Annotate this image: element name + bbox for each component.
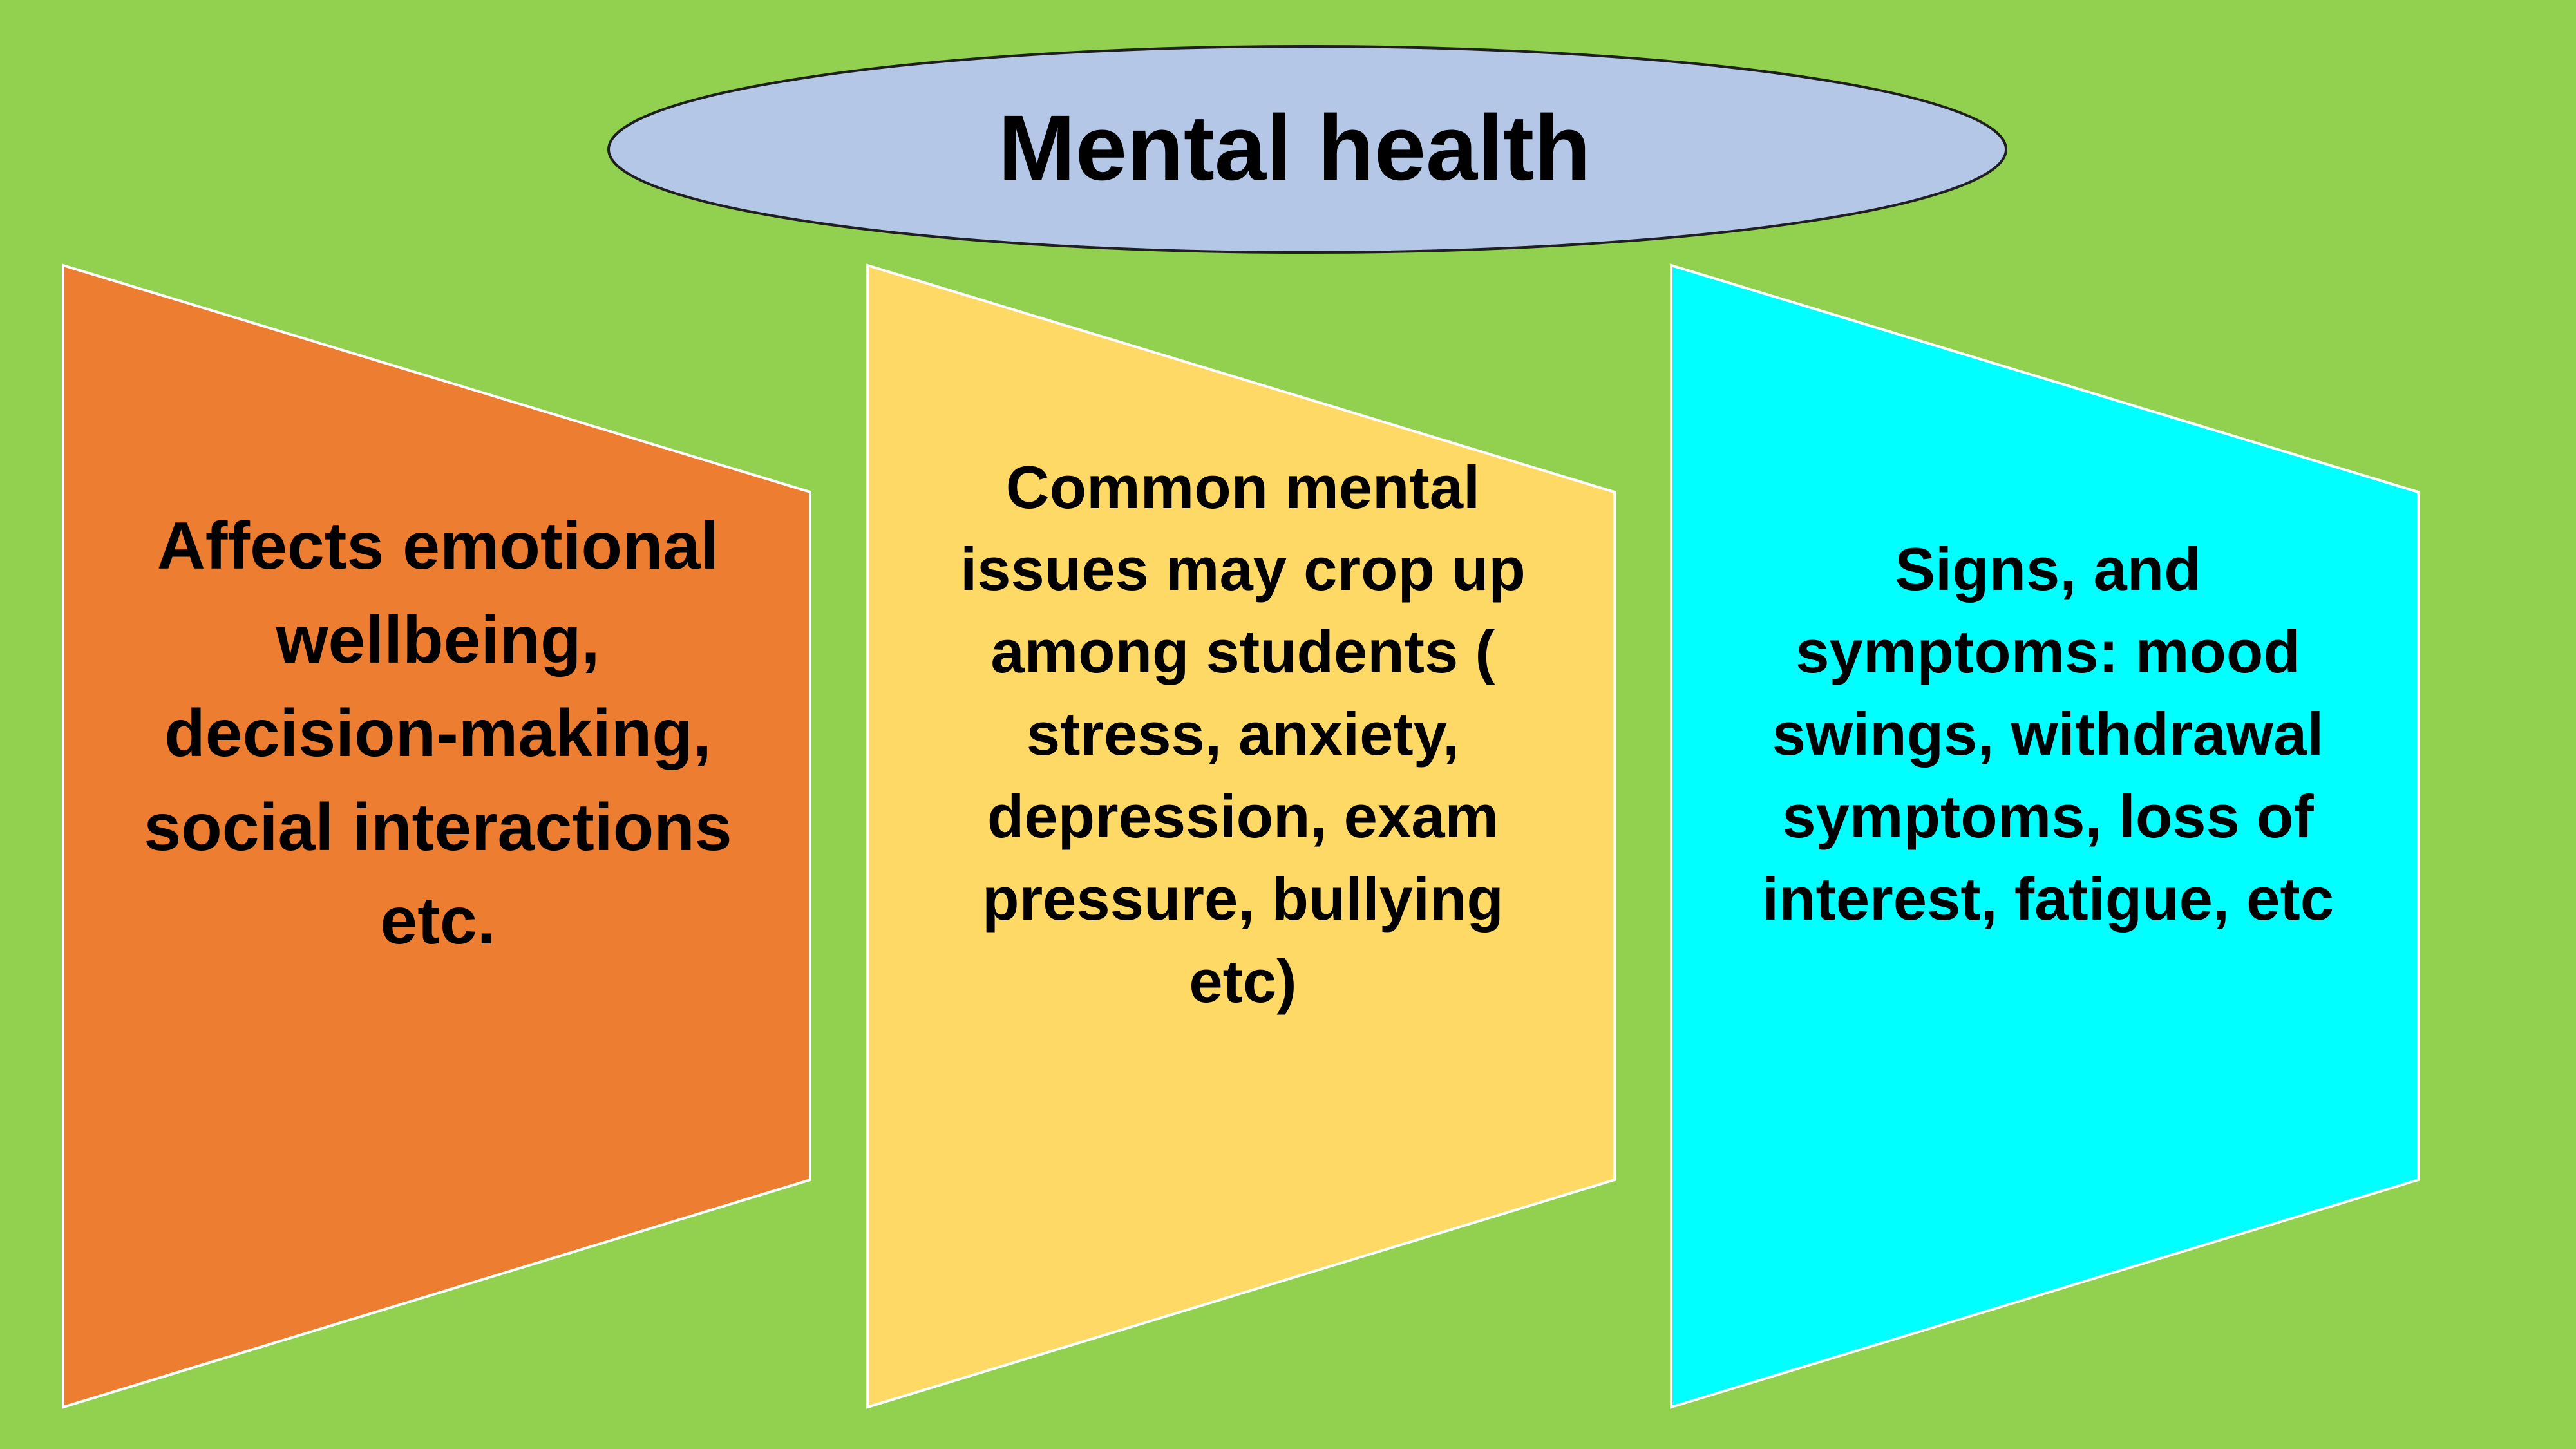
panel-shape-issues xyxy=(866,263,1616,1409)
panel-text-symptoms: Signs, and symptoms: mood swings, withdr… xyxy=(1762,535,2334,933)
diagram-title: Mental health xyxy=(998,96,1591,200)
panel-shape-symptoms xyxy=(1670,263,2420,1409)
panel-text-issues: Common mental issues may crop up among s… xyxy=(960,453,1526,1015)
panel-shape-emotional xyxy=(62,263,811,1409)
title-ellipse xyxy=(607,45,2007,254)
panel-text-emotional: Affects emotional wellbeing, decision-ma… xyxy=(144,509,732,959)
